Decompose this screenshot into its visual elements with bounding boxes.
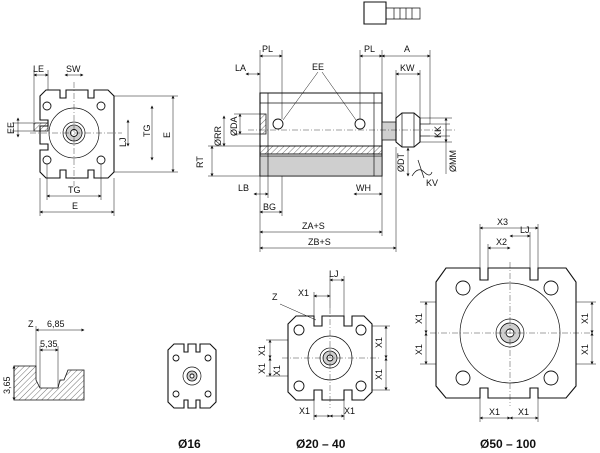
le-label: LE bbox=[33, 64, 44, 74]
ee-top-label: EE bbox=[312, 62, 324, 72]
slot-z-label: Z bbox=[28, 319, 34, 329]
kw-label: KW bbox=[400, 63, 415, 73]
right-x1-left-bottom: X1 bbox=[414, 344, 424, 355]
la-label: LA bbox=[235, 63, 246, 73]
dt-label: ØDT bbox=[396, 153, 406, 173]
slot-profile: Z 6,85 5,35 3,65 bbox=[2, 319, 85, 401]
lj-label: LJ bbox=[118, 137, 128, 147]
da-label: ØDA bbox=[229, 116, 239, 136]
dim-5-35-label: 5,35 bbox=[40, 339, 58, 349]
view-size-20-40: LJ X1 Z X1 X1 X1 X1 X1 X1 X1 Ø20 – 40 bbox=[257, 269, 390, 451]
mid-x1-top-label: X1 bbox=[298, 288, 309, 298]
kv-label: KV bbox=[426, 178, 438, 188]
sw-label: SW bbox=[66, 64, 81, 74]
front-view: LE SW EE LJ TG E TG E bbox=[6, 64, 178, 216]
pl-label-right: PL bbox=[364, 44, 375, 54]
mid-x1-left-bottom: X1 bbox=[257, 363, 267, 374]
view-size-16: Ø16 bbox=[167, 343, 217, 451]
rt-label: RT bbox=[195, 156, 205, 168]
mm-label: ØMM bbox=[448, 150, 458, 172]
lb-label: LB bbox=[238, 183, 249, 193]
ee-label: EE bbox=[6, 122, 16, 134]
caption-size-16: Ø16 bbox=[178, 437, 201, 451]
caption-size-20-40: Ø20 – 40 bbox=[296, 437, 346, 451]
dim-6-85-label: 6,85 bbox=[47, 319, 65, 329]
right-lj-label: LJ bbox=[520, 225, 530, 235]
rr-label: ØRR bbox=[213, 126, 223, 147]
mid-x1-bottom-left: X1 bbox=[299, 406, 310, 416]
right-x1-bottom-right: X1 bbox=[518, 407, 529, 417]
mid-x1-left-top: X1 bbox=[257, 345, 267, 356]
right-x2-label: X2 bbox=[496, 237, 507, 247]
pl-label-left: PL bbox=[262, 44, 273, 54]
right-x1-right-bottom: X1 bbox=[580, 344, 590, 355]
za-label: ZA+S bbox=[302, 221, 325, 231]
e-vertical-label: E bbox=[162, 132, 172, 138]
mid-x1-left-extra: X1 bbox=[272, 365, 282, 376]
view-size-50-100: X3 X2 LJ X1 X1 X1 X1 X1 X1 Ø50 – 100 bbox=[414, 217, 596, 451]
right-x1-left-top: X1 bbox=[414, 313, 424, 324]
right-x1-right-top: X1 bbox=[580, 313, 590, 324]
wh-label: WH bbox=[356, 183, 371, 193]
mid-x1-right-bottom: X1 bbox=[374, 369, 384, 380]
zb-label: ZB+S bbox=[308, 237, 331, 247]
e-horizontal-label: E bbox=[72, 201, 78, 211]
mid-x1-right-top: X1 bbox=[374, 337, 384, 348]
tg-vertical-label: TG bbox=[142, 125, 152, 138]
mid-lj-label: LJ bbox=[329, 269, 339, 279]
bg-label: BG bbox=[263, 202, 276, 212]
mid-z-label: Z bbox=[272, 292, 278, 302]
kk-label: KK bbox=[433, 126, 443, 138]
mid-x1-bottom-right: X1 bbox=[344, 406, 355, 416]
dim-3-65-label: 3,65 bbox=[2, 376, 12, 394]
a-label: A bbox=[404, 44, 410, 54]
right-x1-bottom-left: X1 bbox=[489, 407, 500, 417]
right-x3-label: X3 bbox=[497, 217, 508, 227]
caption-size-50-100: Ø50 – 100 bbox=[480, 437, 536, 451]
tg-horizontal-label: TG bbox=[68, 185, 81, 195]
side-view: PL PL A LA EE KW ØRR ØDA RT ØDT KK ØMM K… bbox=[195, 1, 458, 252]
